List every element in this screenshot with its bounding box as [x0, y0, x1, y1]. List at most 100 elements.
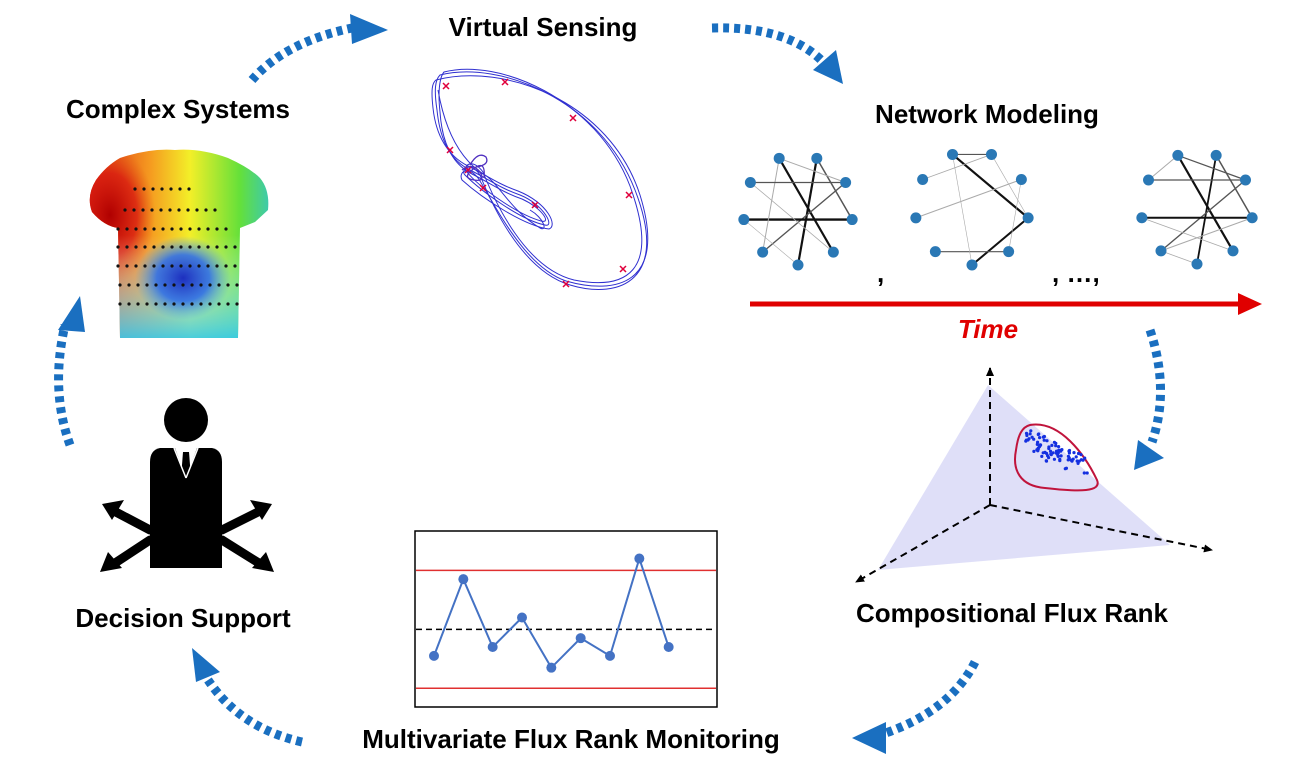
network-node [966, 259, 978, 271]
electrode-dot [215, 227, 219, 231]
label-network-modeling: Network Modeling [875, 99, 1099, 129]
arrowhead-4 [852, 722, 886, 754]
electrode-dot [134, 264, 138, 268]
electrode-dot [116, 227, 120, 231]
composition-point [1052, 457, 1056, 461]
electrode-dot [170, 245, 174, 249]
electrode-dot [235, 283, 239, 287]
electrode-dot [224, 227, 228, 231]
simplex-plot [855, 367, 1213, 583]
network-edge [971, 217, 1029, 266]
electrode-dot [163, 283, 167, 287]
network-edge [1160, 179, 1246, 252]
arrow-sensing-to-network [711, 23, 829, 68]
electrode-dot [143, 227, 147, 231]
composition-point [1029, 429, 1033, 433]
network-separator-2: , …, [1052, 258, 1100, 288]
composition-point [1082, 471, 1086, 475]
network-node [773, 152, 785, 164]
electrode-dot [125, 264, 129, 268]
composition-point [1054, 444, 1058, 448]
composition-point [1041, 451, 1045, 455]
composition-point [1037, 432, 1041, 436]
electrode-dot [197, 227, 201, 231]
monitoring-point [663, 642, 674, 653]
network-node [840, 177, 852, 188]
network-graph-2 [910, 148, 1034, 271]
network-node [1015, 174, 1027, 185]
monitoring-point [517, 612, 527, 623]
electrode-dot [215, 245, 219, 249]
network-edge [1215, 155, 1253, 219]
arrow-decision-to-complex [54, 323, 75, 447]
electrode-dot [118, 283, 122, 287]
network-node [1239, 174, 1251, 186]
composition-point [1081, 458, 1085, 462]
monitoring-point [458, 574, 469, 585]
network-node [985, 148, 997, 160]
control-ellipse [1014, 423, 1099, 492]
electrode-dot [145, 302, 149, 306]
network-edge [1141, 217, 1234, 252]
label-time: Time [958, 314, 1018, 344]
network-node [811, 152, 823, 164]
composition-point [1038, 436, 1042, 440]
network-node [917, 174, 929, 185]
electrode-dot [190, 302, 194, 306]
electrode-dot [179, 227, 183, 231]
electrode-dot [152, 245, 156, 249]
monitoring-point [605, 650, 615, 661]
network-node [744, 177, 756, 188]
network-node [1143, 174, 1155, 186]
network-node [1227, 245, 1239, 257]
electrode-dot [134, 245, 138, 249]
electrode-dot [132, 208, 136, 212]
network-edge [1196, 155, 1218, 265]
electrode-dot [136, 302, 140, 306]
arrowhead-5 [192, 648, 220, 682]
electrode-dot [161, 264, 165, 268]
electrode-dot [208, 283, 212, 287]
electrode-dot [145, 283, 149, 287]
electrode-dot [233, 264, 237, 268]
electrode-dot [177, 208, 181, 212]
electrode-dot [123, 208, 127, 212]
composition-point [1047, 456, 1051, 460]
electrode-dot [204, 208, 208, 212]
monitoring-point [634, 553, 645, 564]
monitoring-point [546, 662, 557, 673]
composition-point [1054, 449, 1059, 453]
composition-point [1048, 449, 1053, 453]
electrode-dot [125, 227, 129, 231]
person-with-arrows-icon [100, 398, 274, 572]
electrode-dot [143, 245, 147, 249]
electrode-dot [152, 264, 156, 268]
network-edge [922, 154, 992, 180]
label-virtual-sensing: Virtual Sensing [449, 12, 638, 42]
composition-points [1024, 429, 1089, 475]
electrode-dot [136, 283, 140, 287]
electrode-dot [161, 245, 165, 249]
electrode-dot [159, 208, 163, 212]
flow-arrowheads [58, 14, 1164, 754]
composition-point [1044, 459, 1048, 463]
electrode-dot [181, 283, 185, 287]
electrode-dot [188, 245, 192, 249]
electrode-dot [235, 302, 239, 306]
network-snapshots [738, 148, 1258, 271]
electrode-dot [197, 245, 201, 249]
sensing-markers [442, 78, 633, 288]
electrode-dot [179, 245, 183, 249]
electrode-dot [127, 302, 131, 306]
network-node [738, 214, 750, 226]
electrode-dot [181, 302, 185, 306]
electrode-dot [133, 187, 137, 191]
simplex-surface [878, 385, 1170, 570]
electrode-dot [151, 187, 155, 191]
electrode-dot [226, 283, 230, 287]
composition-point [1072, 451, 1076, 455]
electrode-dot [172, 283, 176, 287]
composition-point [1026, 438, 1030, 442]
arrowhead-6 [58, 296, 85, 332]
